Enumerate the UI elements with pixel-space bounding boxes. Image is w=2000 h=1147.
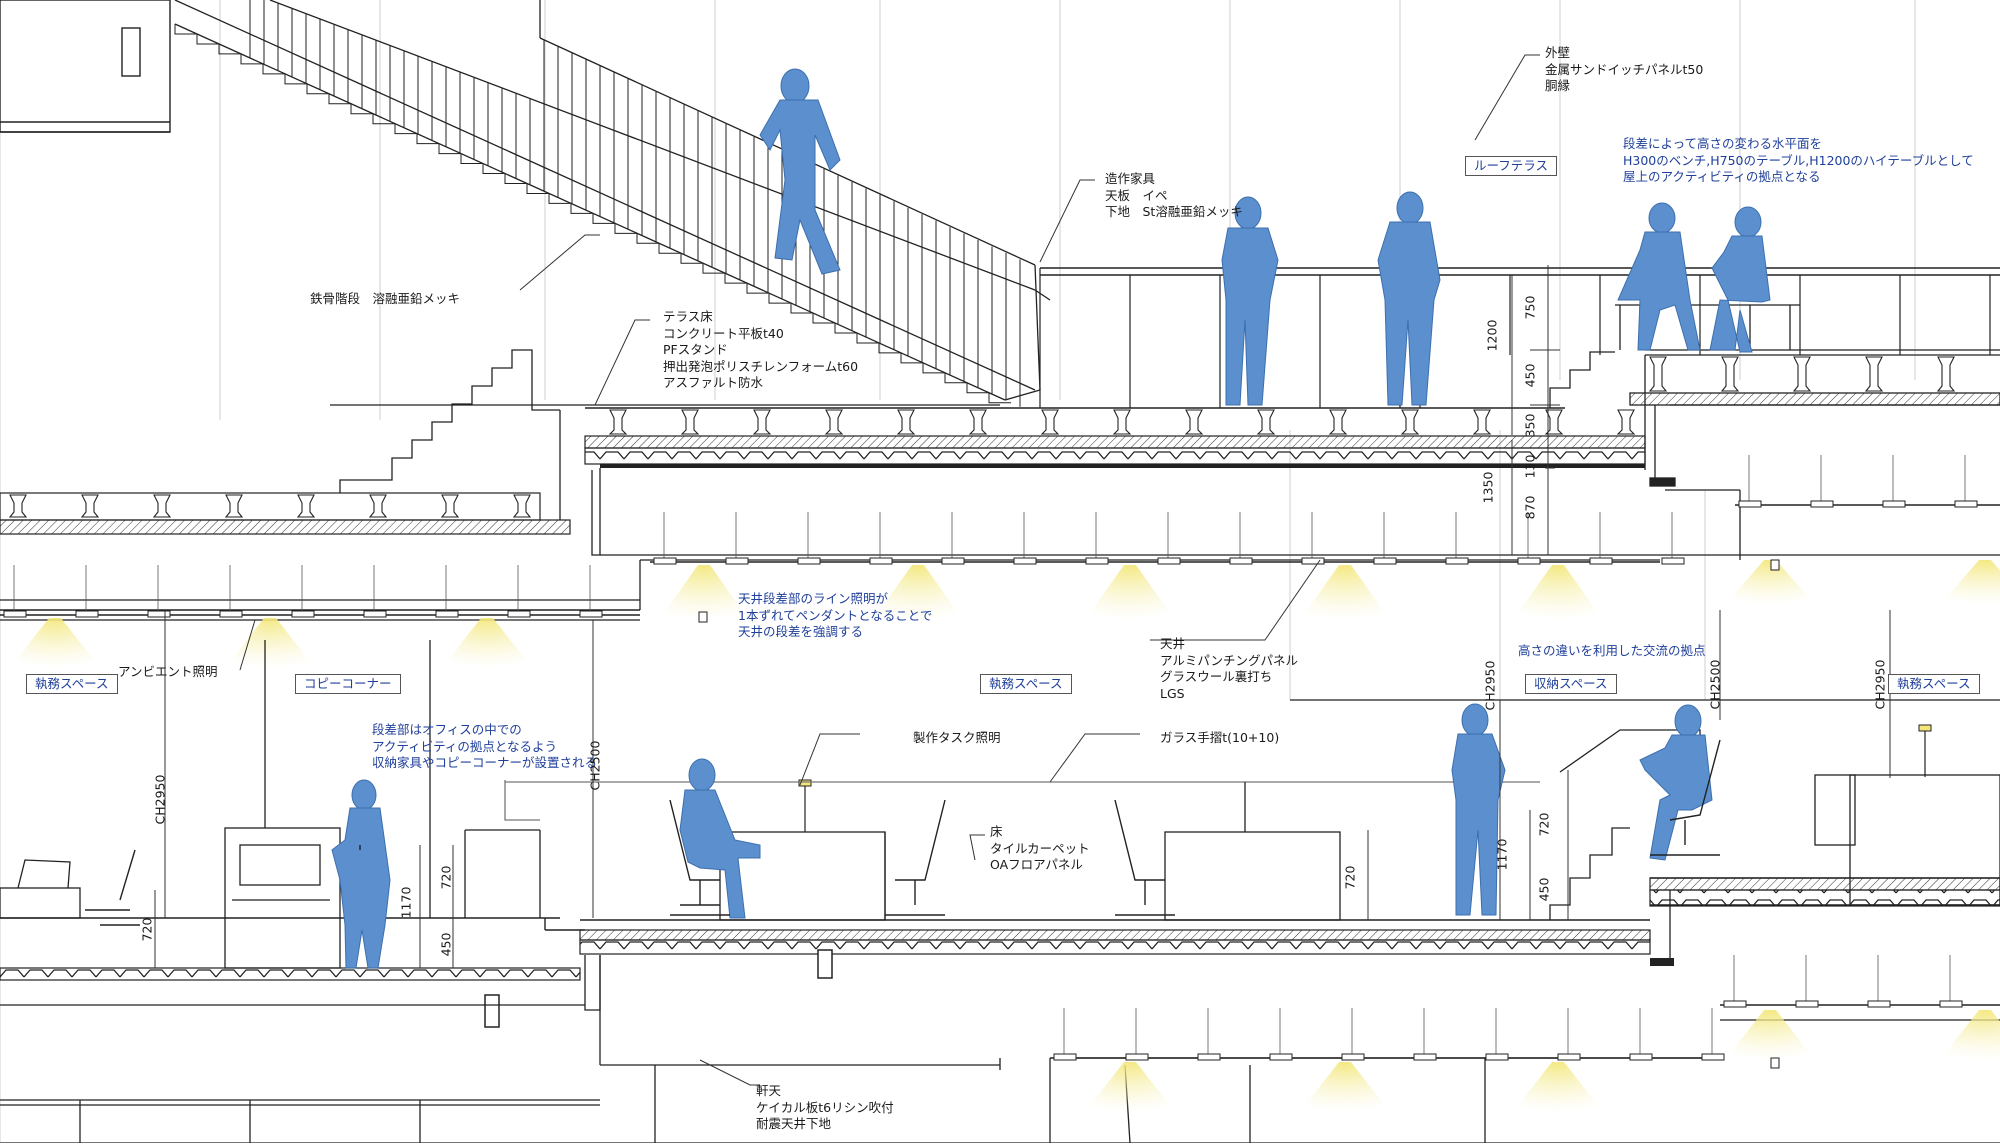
dim-ch2500-left: CH2500 — [587, 740, 603, 791]
terrace-floor-note: テラス床 コンクリート平板t40 PFスタンド 押出発泡ポリスチレンフォームt6… — [663, 309, 858, 392]
roof-terrace-label: ルーフテラス — [1465, 156, 1558, 176]
note-line: アスファルト防水 — [663, 375, 764, 390]
dim-350: 350 — [1522, 413, 1538, 438]
person-seated-right — [1639, 704, 1713, 861]
note-line: タイルカーペット — [990, 840, 1090, 856]
people — [331, 68, 1771, 969]
dim-ch2500-right: CH2500 — [1707, 659, 1723, 710]
note-line: 屋上のアクティビティの拠点となる — [1623, 169, 1821, 184]
leader-lines — [239, 54, 1540, 1086]
note-line: 軒天 — [756, 1083, 782, 1098]
note-line: 天板 イペ — [1105, 187, 1168, 203]
ceiling-note: 天井 アルミパンチングパネル グラスウール裏打ち LGS — [1160, 636, 1298, 702]
roof-terrace-slab — [584, 267, 2000, 468]
note-line: 押出発泡ポリスチレンフォームt60 — [663, 358, 859, 374]
person-terrace-seated-1 — [1617, 202, 1701, 351]
note-line: 天井段差部のライン照明が — [738, 591, 889, 606]
person-terrace-1 — [1221, 196, 1279, 406]
dim-720-mid: 720 — [438, 865, 454, 890]
upper-left-structure — [0, 0, 171, 133]
note-line: 外壁 — [1545, 45, 1571, 60]
ceiling-line-light-note: 天井段差部のライン照明が 1本ずれてペンダントとなることで 天井の段差を強調する — [738, 591, 932, 641]
office-space-left-label: 執務スペース — [26, 674, 118, 694]
person-terrace-2 — [1377, 191, 1441, 406]
note-line: 造作家具 — [1105, 171, 1156, 186]
pf-stands — [608, 356, 1956, 435]
step-note: 段差部はオフィスの中での アクティビティの拠点となるよう 収納家具やコピーコーナ… — [372, 722, 597, 772]
note-line: 下地 St溶融亜鉛メッキ — [1105, 204, 1243, 219]
dim-450-right: 450 — [1536, 877, 1552, 902]
note-line: コンクリート平板t40 — [663, 325, 784, 341]
note-line: 金属サンドイッチパネルt50 — [1545, 61, 1704, 77]
note-line: 胴縁 — [1545, 78, 1571, 93]
exterior-wall-note: 外壁 金属サンドイッチパネルt50 胴縁 — [1545, 45, 1703, 95]
custom-furniture-note: 造作家具 天板 イペ 下地 St溶融亜鉛メッキ — [1105, 171, 1243, 221]
note-line: 耐震天井下地 — [756, 1116, 832, 1131]
note-line: 天井 — [1160, 636, 1186, 651]
dim-130: 130 — [1522, 454, 1538, 479]
note-line: グラスウール裏打ち — [1160, 669, 1273, 684]
ambient-light-note: アンビエント照明 — [118, 664, 218, 679]
dim-1350: 1350 — [1480, 471, 1496, 504]
dim-720-left: 720 — [139, 917, 155, 942]
note-line: 天井の段差を強調する — [738, 624, 864, 639]
note-line: アルミパンチングパネル — [1160, 652, 1299, 668]
note-line: LGS — [1160, 685, 1185, 701]
raised-terrace — [1549, 349, 2000, 520]
dim-720-right: 720 — [1536, 812, 1552, 837]
note-line: テラス床 — [663, 309, 713, 324]
copy-corner-label: コピーコーナー — [295, 674, 401, 694]
note-line: 1本ずれてペンダントとなることで — [738, 607, 933, 623]
eave-ceiling-note: 軒天 ケイカル板t6リシン吹付 耐震天井下地 — [756, 1083, 894, 1133]
terrace-handrail — [1039, 268, 1991, 408]
glass-handrail-note: ガラス手摺t(10+10) — [1160, 730, 1280, 745]
lighting — [0, 455, 2000, 1112]
chairs — [85, 739, 1721, 926]
dim-1200: 1200 — [1484, 319, 1500, 352]
note-line: ケイカル板t6リシン吹付 — [756, 1099, 894, 1115]
dim-870: 870 — [1522, 495, 1538, 520]
steel-stair-note: 鉄骨階段 溶融亜鉛メッキ — [310, 291, 461, 306]
office-space-center-label: 執務スペース — [980, 674, 1072, 694]
note-line: 収納家具やコピーコーナーが設置される — [372, 755, 598, 770]
note-line: アクティビティの拠点となるよう — [372, 738, 558, 754]
left-floor-slab — [0, 492, 640, 621]
person-standing-right — [1451, 703, 1506, 916]
lower-stair — [330, 349, 1000, 520]
person-terrace-seated-2 — [1709, 206, 1771, 353]
stair-balusters — [249, 0, 1021, 407]
dim-720-center: 720 — [1342, 865, 1358, 890]
person-desk-worker — [679, 758, 761, 919]
note-line: H300のベンチ,H750のテーブル,H1200のハイテーブルとして — [1623, 152, 1974, 168]
storage-space-label: 収納スペース — [1525, 674, 1617, 694]
dim-ch2950-left: CH2950 — [152, 774, 168, 825]
dim-ch2950-right: CH2950 — [1872, 659, 1888, 710]
stair-treads — [174, 24, 1011, 404]
task-light-note: 製作タスク照明 — [913, 730, 1001, 745]
dim-ch2950-center: CH2950 — [1482, 660, 1498, 711]
dim-1170-left: 1170 — [398, 886, 414, 919]
lower-structure — [0, 955, 2000, 1144]
middle-floor-slab — [0, 827, 2000, 1028]
floor-note: 床 タイルカーペット OAフロアパネル — [990, 824, 1090, 874]
dimension-lines — [154, 265, 1891, 968]
person-stair — [759, 68, 841, 275]
dim-1170-right: 1170 — [1494, 838, 1510, 871]
dim-750: 750 — [1522, 295, 1538, 320]
note-line: 床 — [990, 824, 1003, 839]
office-space-right-label: 執務スペース — [1888, 674, 1980, 694]
note-line: 段差部はオフィスの中での — [372, 722, 522, 737]
dim-450-top: 450 — [1522, 363, 1538, 388]
dim-450-mid: 450 — [438, 932, 454, 957]
note-line: 段差によって高さの変わる水平面を — [1623, 136, 1823, 151]
roof-terrace-note: 段差によって高さの変わる水平面を H300のベンチ,H750のテーブル,H120… — [1623, 136, 1974, 186]
note-line: OAフロアパネル — [990, 857, 1083, 872]
exchange-point-note: 高さの違いを利用した交流の拠点 — [1518, 643, 1706, 658]
person-copy-corner — [331, 779, 391, 969]
note-line: PFスタンド — [663, 342, 728, 357]
left-pf-stands — [8, 494, 532, 518]
